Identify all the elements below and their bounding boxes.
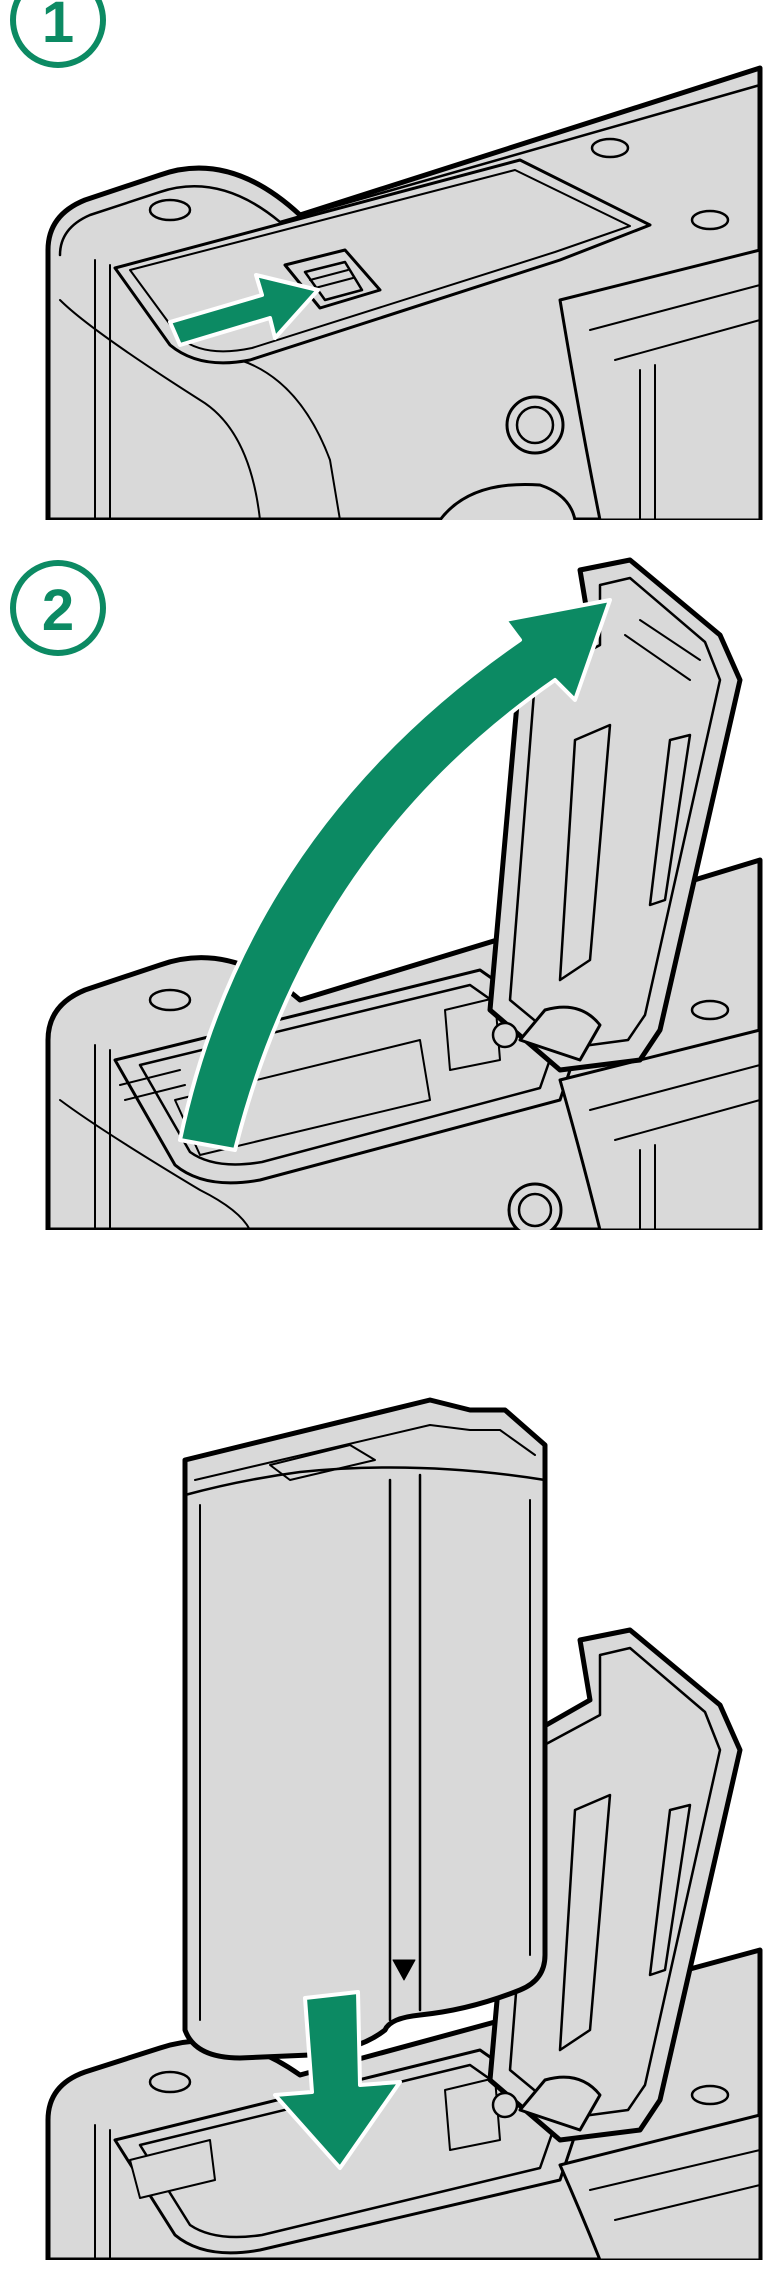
step-3-panel — [0, 1330, 778, 2260]
step-2-badge: 2 — [13, 563, 103, 653]
step-1-illustration: 1 — [0, 0, 778, 520]
step-3-illustration — [0, 1330, 778, 2260]
step-2-illustration: 2 — [0, 540, 778, 1230]
step-2-panel: 2 — [0, 540, 778, 1230]
step-1-number: 1 — [42, 0, 74, 55]
camera-body — [48, 560, 760, 1230]
step-1-badge: 1 — [13, 0, 103, 65]
camera-body — [48, 68, 760, 520]
battery-pack — [185, 1400, 545, 2058]
step-1-panel: 1 — [0, 0, 778, 520]
step-2-number: 2 — [42, 578, 74, 643]
camera-body — [48, 1400, 760, 2260]
